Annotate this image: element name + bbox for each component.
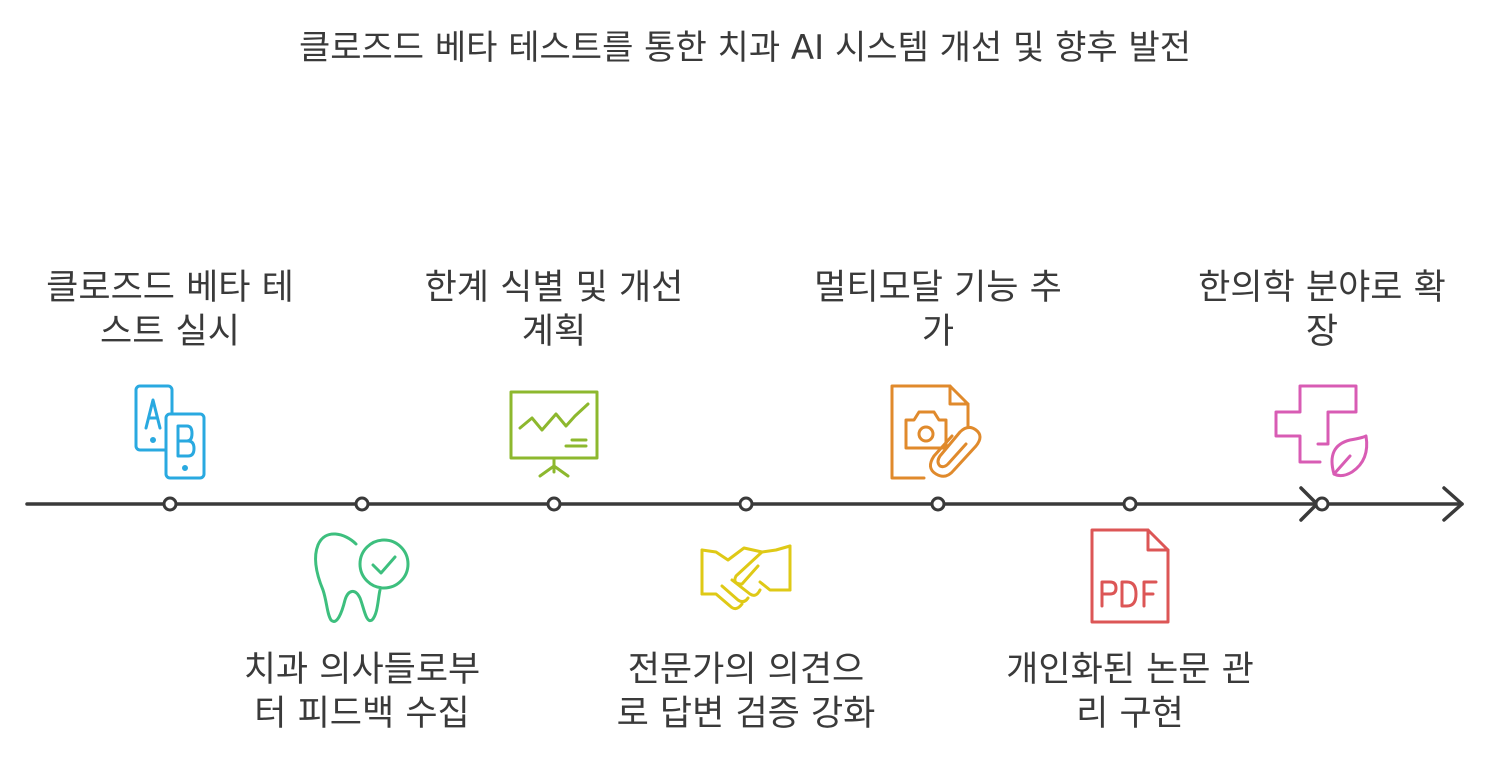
- timeline-marker-4: [738, 496, 754, 512]
- medical-cross-leaf-icon: [1274, 384, 1369, 478]
- file-camera-attachment-icon: [890, 384, 982, 480]
- ab-test-phones-icon: [134, 384, 206, 480]
- step-label-2: 치과 의사들로부 터 피드백 수집: [243, 650, 481, 734]
- timeline-marker-2: [354, 496, 370, 512]
- timeline-marker-6: [1122, 496, 1138, 512]
- diagram-title: 클로즈드 베타 테스트를 통한 치과 AI 시스템 개선 및 향후 발전: [298, 28, 1192, 68]
- handshake-icon: [700, 544, 792, 611]
- timeline-marker-3: [546, 496, 562, 512]
- timeline-marker-7: [1314, 496, 1330, 512]
- step-label-5: 멀티모달 기능 추 가: [814, 268, 1062, 352]
- tooth-check-icon: [314, 532, 410, 623]
- timeline-marker-5: [930, 496, 946, 512]
- timeline-arrowhead: [1442, 486, 1464, 522]
- timeline-markers: [162, 496, 1330, 512]
- step-label-7: 한의학 분야로 확 장: [1198, 268, 1446, 352]
- presentation-chart-icon: [509, 390, 599, 478]
- step-label-3: 한계 식별 및 개선 계획: [424, 268, 684, 352]
- step-label-6: 개인화된 논문 관 리 구현: [1006, 650, 1254, 734]
- timeline-marker-1: [162, 496, 178, 512]
- step-label-4: 전문가의 의견으 로 답변 검증 강화: [616, 650, 876, 734]
- pdf-file-icon: [1090, 528, 1170, 624]
- step-label-1: 클로즈드 베타 테 스트 실시: [46, 268, 294, 352]
